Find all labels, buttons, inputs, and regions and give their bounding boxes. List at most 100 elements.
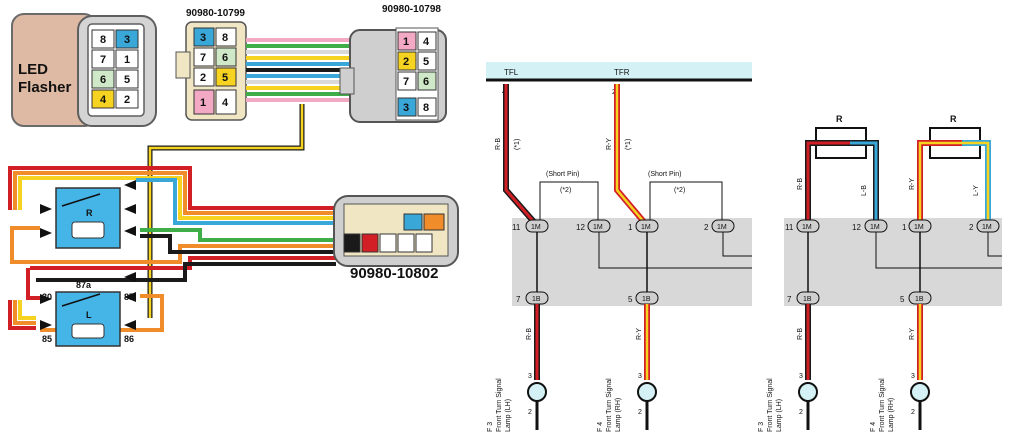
conn-b-pin: 3 [403,102,409,114]
conn-1m: 1M [982,224,992,231]
relay-wiring [8,166,336,332]
wire-label: L-B [861,185,868,196]
relay-pin-86: 86 [124,334,134,344]
lamp-id: F 4 [597,422,604,432]
conn-a-pin: 1 [200,97,206,109]
wire-r-b-right: R-B L-B [797,140,879,222]
connector-10799-label: 90980-10799 [186,8,245,19]
pin-1m: 2 [969,223,974,232]
conn-1b: 1B [803,296,812,303]
lamp-name: Front Turn Signal [606,378,613,432]
gray-band [512,218,752,306]
wire-label: R-B [797,328,804,340]
connector-10799: 90980-10799 3 8 7 6 2 5 1 4 [175,8,247,121]
conn-b-pin: 1 [403,36,409,48]
lamp-name: Front Turn Signal [496,378,503,432]
connector-10798-label: 90980-10798 [382,4,441,15]
lamp-pin: 3 [911,373,915,380]
flasher-pin: 6 [100,74,106,86]
short-pin-note: (*2) [674,187,685,194]
lamp-pin: 2 [638,409,642,416]
led-flasher: LED Flasher 8 3 7 6 5 4 2 1 [11,13,157,127]
lamp-side: Lamp (LH) [776,399,783,432]
lamp-pin: 3 [638,373,642,380]
conn-b-pin: 5 [423,56,429,68]
internal-wire [875,232,1002,269]
short-pin-label: (Short Pin) [648,171,681,178]
bus-label-tfr: TFR [614,68,630,77]
relay-l: L 87a 30 87 85 86 [40,272,136,347]
conn-1b: 1B [532,296,541,303]
gray-band [784,218,1002,306]
lamp-f3-left: 3 2 F 3 Front Turn Signal Lamp (LH) [487,373,547,432]
wire-note: (*1) [514,139,521,150]
lamp-name: Front Turn Signal [879,378,886,432]
lamp-side: Lamp (LH) [505,399,512,432]
connector-10798: 90980-10798 1 2 4 6 5 3 7 8 [339,4,447,123]
lamp-pin: 3 [799,373,803,380]
conn-1b: 1B [642,296,651,303]
wire-label: R-B [797,178,804,190]
conn-1m: 1M [641,224,651,231]
pin-1b: 7 [787,295,792,304]
conn-a-pin: 6 [222,52,228,64]
short-pin-note: (*2) [560,187,571,194]
relay-pin-87a: 87a [76,280,92,290]
relay-pin-85: 85 [42,334,52,344]
lamp-side: Lamp (RH) [615,398,622,432]
lamp-f4-left: 3 2 F 4 Front Turn Signal Lamp (RH) [597,373,657,432]
conn-1m: 1M [717,224,727,231]
wire-label: R-Y [636,328,643,340]
connectors-1m-right: 1M 1M 1M 1M 11 12 1 2 [785,219,1000,233]
internal-wire [722,232,752,257]
pin-1m: 1 [628,223,633,232]
conn-a-pin: 8 [222,32,228,44]
resistor-label: R [836,114,843,124]
resistor-label: R [950,114,957,124]
lamp-side: Lamp (RH) [888,398,895,432]
connectors-1b-left: 1B 1B 7 5 [516,291,659,305]
conn-a-pin: 2 [200,72,206,84]
conn-b-pin: 2 [403,56,409,68]
conn-1m: 1M [870,224,880,231]
wire-label: L-Y [973,185,980,196]
connector-10802-label: 90980-10802 [350,265,438,282]
conn-a-pin: 4 [222,97,229,109]
relay-l-label: L [86,310,92,320]
lamp-pin: 3 [528,373,532,380]
flasher-label-line1: LED [18,61,48,78]
harness-bundle [246,38,352,102]
internal-wire [598,232,752,269]
internal-wire [987,232,1002,257]
conn-b-pin: 4 [423,36,430,48]
pin-1b: 5 [900,295,905,304]
conn-a-pin: 3 [200,32,206,44]
short-pin-label: (Short Pin) [546,171,579,178]
flasher-pin: 5 [124,74,130,86]
relay-r: R [40,180,136,249]
wire-r-y-right: R-Y L-Y [909,140,991,222]
lamp-pin: 2 [528,409,532,416]
wire-r-y-left: R-Y (*1) [606,84,647,224]
lamp-wires-right: R-B R-Y [797,304,923,380]
flasher-pin: 2 [124,94,130,106]
flasher-pin: 1 [124,54,130,66]
flasher-label-line2: Flasher [18,79,72,96]
pin-1m: 11 [512,223,521,232]
resistor-left: R [815,114,867,159]
short-pin-left: (Short Pin) (*2) [539,171,599,222]
lamp-f3-right: 3 2 F 3 Front Turn Signal Lamp (LH) [758,373,818,432]
relay-r-label: R [86,208,93,218]
lamp-f4-right: 3 2 F 4 Front Turn Signal Lamp (RH) [870,373,930,432]
pin-1m: 1 [902,223,907,232]
lamp-pin: 2 [911,409,915,416]
short-pin-right: (Short Pin) (*2) [648,171,723,222]
relay-pin-30: 30 [42,292,52,302]
lamp-pin: 2 [799,409,803,416]
conn-a-pin: 7 [200,52,206,64]
flasher-pin: 3 [124,34,130,46]
conn-1m: 1M [802,224,812,231]
wire-label: R-Y [909,328,916,340]
bus-label-tfl: TFL [504,68,519,77]
